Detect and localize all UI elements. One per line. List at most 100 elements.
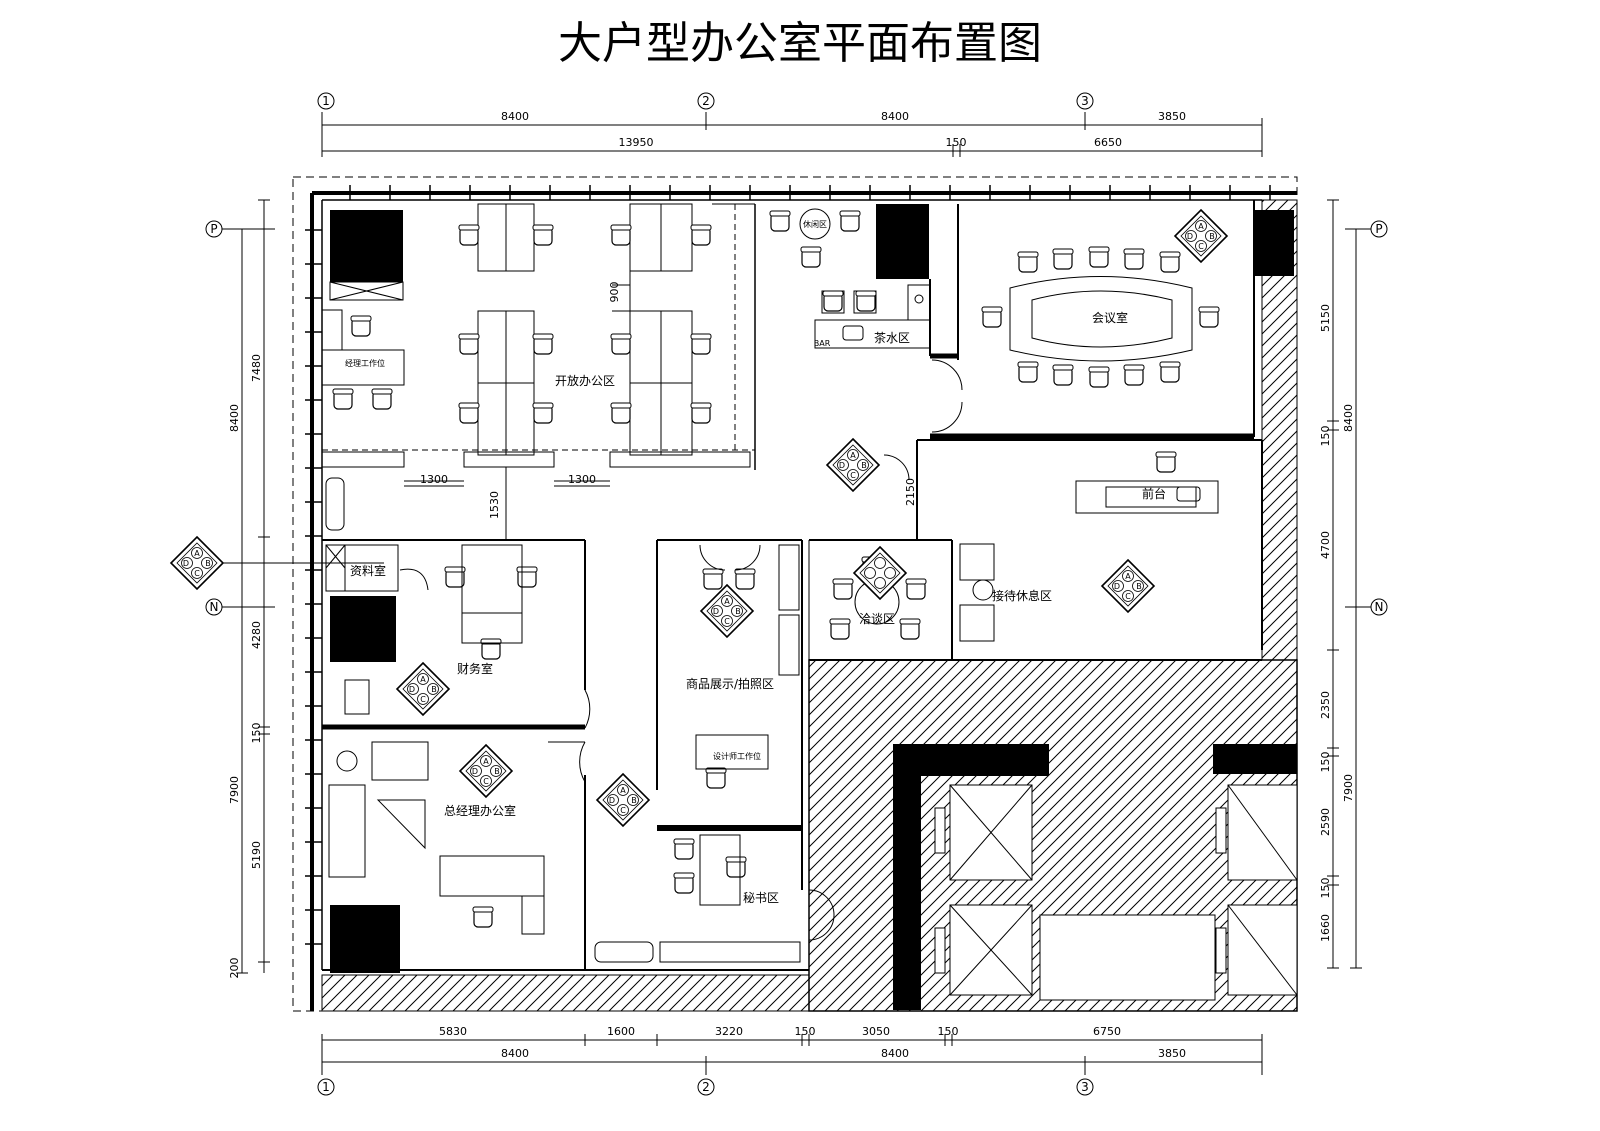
meeting-table [1009,276,1193,362]
dim-top-2: 8400 [881,110,909,123]
dim-left-outer-1: 8400 [228,404,241,432]
left-dimensions [236,199,270,974]
column-axis-3: 3 [1076,92,1094,110]
svg-text:3: 3 [1081,94,1089,108]
dim-right-inner-1: 5150 [1319,304,1332,332]
svg-text:B: B [1136,582,1142,591]
dim-right-inner-2: 150 [1319,426,1332,447]
dim-bottom-4: 150 [795,1025,816,1038]
column-axis-2: 2 [697,92,715,110]
dim-right-inner-4: 2350 [1319,691,1332,719]
room-manager-station: 经理工作位 [345,358,385,368]
svg-text:C: C [724,617,730,626]
dim-bottom-7: 6750 [1093,1025,1121,1038]
svg-text:A: A [483,757,489,766]
hatched-structure [321,199,1298,1012]
display-furniture [594,544,801,963]
svg-text:C: C [1125,592,1131,601]
svg-text:N: N [1375,600,1384,614]
svg-text:D: D [609,796,615,805]
room-bar: BAR [814,339,831,348]
dim-bottom-10: 3850 [1158,1047,1186,1060]
room-finance: 财务室 [457,661,493,676]
dim-inner-1: 900 [608,282,621,303]
archive-shelves [325,544,429,592]
svg-text:D: D [713,607,719,616]
page-title: 大户型办公室平面布置图 [558,18,1042,69]
bottom-dimensions [321,1034,1263,1075]
svg-text:B: B [205,559,211,568]
column-axis-3-bottom: 3 [1076,1078,1094,1096]
svg-text:D: D [839,461,845,470]
dim-left-inner-2: 4280 [250,621,263,649]
svg-text:D: D [409,685,415,694]
dim-top-3: 3850 [1158,110,1186,123]
finance-furniture [344,544,523,715]
symbol-letters: A B C D A B C D A B C D A B C D A B C D … [183,222,1215,815]
dim-inner-2: 1300 [420,473,448,486]
room-waiting-area: 接待休息区 [992,588,1052,603]
svg-text:A: A [420,675,426,684]
svg-text:A: A [724,597,730,606]
svg-text:B: B [431,685,437,694]
structural-columns [330,204,1294,973]
dim-left-inner-4: 5190 [250,841,263,869]
dim-left-outer-2: 7900 [228,776,241,804]
dim-right-inner-7: 150 [1319,878,1332,899]
svg-text:N: N [210,600,219,614]
right-dimensions [1327,199,1362,969]
svg-text:C: C [420,695,426,704]
svg-text:A: A [850,451,856,460]
svg-text:B: B [735,607,741,616]
svg-text:A: A [1125,572,1131,581]
window-mullions [305,185,1271,945]
room-designer-station: 设计师工作位 [713,751,761,761]
svg-text:1: 1 [322,1080,330,1094]
inner-dimensions [404,271,918,540]
svg-text:C: C [483,777,489,786]
room-archive: 资料室 [350,563,386,578]
dim-top-1: 8400 [501,110,529,123]
doors [548,359,963,941]
svg-text:B: B [631,796,637,805]
svg-text:C: C [1198,242,1204,251]
dim-right-outer-1: 8400 [1342,404,1355,432]
svg-text:D: D [1187,232,1193,241]
dim-bottom-8: 8400 [501,1047,529,1060]
svg-text:2: 2 [702,1080,710,1094]
row-axis-p-right: P [1345,220,1388,238]
waiting-sofas [959,543,995,642]
dim-bottom-1: 5830 [439,1025,467,1038]
room-gm-office: 总经理办公室 [444,803,516,818]
svg-text:C: C [850,471,856,480]
dim-bottom-9: 8400 [881,1047,909,1060]
svg-text:A: A [194,549,200,558]
room-secretary: 秘书区 [743,891,779,905]
svg-text:D: D [183,559,189,568]
dim-bottom-6: 150 [938,1025,959,1038]
column-box-cross-2 [329,281,404,301]
dim-right-inner-3: 4700 [1319,531,1332,559]
room-open-office: 开放办公区 [555,373,615,388]
dim-right-inner-6: 2590 [1319,808,1332,836]
dim-top-6: 6650 [1094,136,1122,149]
row-axis-n-left: N [205,598,275,616]
dim-inner-3: 1300 [568,473,596,486]
svg-text:1: 1 [322,94,330,108]
room-product-display: 商品展示/拍照区 [686,676,774,691]
dim-bottom-2: 1600 [607,1025,635,1038]
dim-top-5: 150 [946,136,967,149]
svg-text:C: C [620,806,626,815]
tea-area-furniture [799,208,931,349]
svg-text:C: C [194,569,200,578]
reception-desk [1075,480,1219,514]
room-meeting: 会议室 [1092,310,1128,325]
dim-right-outer-2: 7900 [1342,774,1355,802]
room-tea-area: 茶水区 [874,330,910,345]
dim-bottom-5: 3050 [862,1025,890,1038]
row-axis-p-left: P [205,220,275,238]
gm-office-furniture [328,741,545,935]
dim-right-inner-5: 150 [1319,752,1332,773]
top-dimensions [321,112,1263,157]
svg-text:A: A [1198,222,1204,231]
